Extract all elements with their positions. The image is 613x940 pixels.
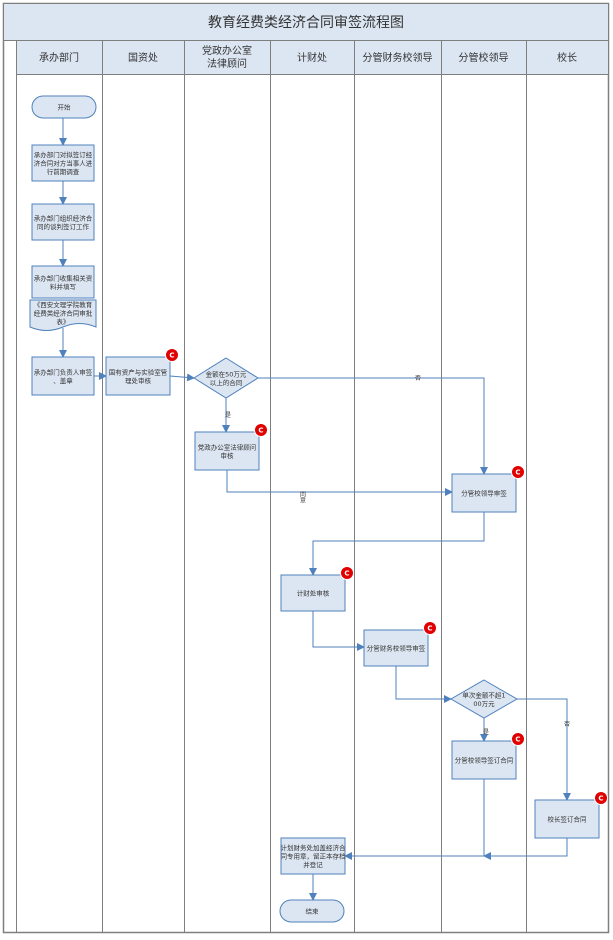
process-shape <box>105 356 171 396</box>
edge-n7-n8 <box>309 512 485 576</box>
node-label: 结束 <box>306 907 320 916</box>
process-shape <box>534 799 600 839</box>
process-shape <box>280 574 346 612</box>
node-n10: 分管校领导签订合同 C <box>451 732 525 780</box>
process-shape <box>31 265 95 299</box>
lane-header-president: 校长 <box>557 51 577 64</box>
svg-text:C: C <box>344 570 349 578</box>
node-n11: 校长签订合同 C <box>534 791 608 839</box>
control-point-badge: C <box>511 465 525 479</box>
process-shape <box>31 144 95 182</box>
edge-d2-n11-no <box>517 698 571 801</box>
process-shape <box>31 356 95 396</box>
lane-header-leader: 分管校领导 <box>459 51 509 64</box>
edge-n5-d1 <box>169 373 195 382</box>
node-d1: 金额在50万元以上的合同 <box>193 357 259 399</box>
node-n4: 承办部门负责人审签、盖章 <box>31 356 95 396</box>
node-label: 金额在50万元以上的合同 <box>206 369 247 387</box>
edge-n11-n12 <box>483 838 568 860</box>
process-shape <box>451 473 517 513</box>
control-point-badge: C <box>340 566 354 580</box>
label-d2-no: 否 <box>564 721 570 728</box>
edge-d1-n7-no <box>258 377 488 475</box>
node-label: 《西安文理学院教育经费类经济合同审批表》 <box>34 300 93 326</box>
node-label: 分管校领导签订合同 <box>455 756 514 765</box>
label-d1-yes: 是 <box>225 412 231 419</box>
node-n7: 分管校领导审签 C <box>451 465 525 513</box>
process-shape <box>280 837 346 875</box>
node-n2: 承办部门组织经济合同的谈判签订工作 <box>31 203 95 241</box>
node-label: 分管财务校领导审签 <box>367 644 426 653</box>
process-shape <box>363 629 429 667</box>
decision-shape <box>449 679 519 719</box>
node-label: 承办部门负责人审签、盖章 <box>34 367 93 385</box>
svg-text:C: C <box>598 795 603 803</box>
lane-header-band <box>16 41 608 74</box>
control-point-badge: C <box>594 791 608 805</box>
svg-text:C: C <box>169 352 174 360</box>
node-label: 开始 <box>58 103 72 112</box>
nodes: 开始承办部门对拟签订经济合同对方当事人进行前期调查承办部门组织经济合同的谈判签订… <box>29 95 608 923</box>
svg-text:C: C <box>515 469 520 477</box>
control-point-badge: C <box>423 621 437 635</box>
edges <box>59 118 571 901</box>
node-doc: 《西安文理学院教育经费类经济合同审批表》 <box>29 299 97 331</box>
node-label: 承办部门收集相关资料并填写 <box>34 273 93 291</box>
lane-headers: 承办部门 国资处 党政办公室法律顾问 计财处 分管财务校领导 分管校领导 校长 <box>39 44 577 70</box>
svg-text:C: C <box>515 736 520 744</box>
terminator-shape <box>31 95 97 119</box>
document-shape <box>29 299 97 331</box>
label-d1-no: 否 <box>415 375 421 382</box>
node-label: 承办部门对拟签订经济合同对方当事人进行前期调查 <box>34 150 93 176</box>
node-label: 党政办公室法律顾问审核 <box>198 442 257 460</box>
node-n8: 计财处审核 C <box>280 566 354 612</box>
decision-shape <box>193 357 259 399</box>
node-label: 计财处审核 <box>297 589 330 598</box>
label-d2-yes: 是 <box>483 729 489 736</box>
control-point-badge: C <box>511 732 525 746</box>
control-point-badge: C <box>165 348 179 362</box>
title-band <box>4 4 608 40</box>
edge-n6-n7 <box>226 470 453 496</box>
lane-header-legal: 党政办公室法律顾问 <box>202 44 252 70</box>
node-label: 计划财务处加盖经济合同专用章，留正本存档并登记 <box>281 843 347 869</box>
node-label: 国有资产与实验室管理处审核 <box>109 367 168 385</box>
diagram-title: 教育经费类经济合同审签流程图 <box>208 14 404 31</box>
svg-text:C: C <box>427 625 432 633</box>
control-point-badge: C <box>254 423 268 437</box>
lane-dividers <box>102 41 527 932</box>
node-label: 分管校领导审签 <box>461 489 507 498</box>
node-end: 结束 <box>279 899 345 923</box>
lane-header-dept: 承办部门 <box>39 51 79 64</box>
node-n1: 承办部门对拟签订经济合同对方当事人进行前期调查 <box>31 144 95 182</box>
process-shape <box>31 203 95 241</box>
node-n12: 计划财务处加盖经济合同专用章，留正本存档并登记 <box>280 837 347 875</box>
node-label: 承办部门组织经济合同的谈判签订工作 <box>34 213 93 231</box>
node-label: 校长签订合同 <box>548 815 587 824</box>
lane-header-finance: 计财处 <box>297 51 327 64</box>
terminator-shape <box>279 899 345 923</box>
edge-n8-n9 <box>312 611 365 651</box>
lane-header-assets: 国资处 <box>128 52 158 64</box>
node-n9: 分管财务校领导审签 C <box>363 621 437 667</box>
process-shape <box>451 740 517 780</box>
lane-header-fin_leader: 分管财务校领导 <box>363 51 433 64</box>
label-approved: 同意 <box>299 491 306 503</box>
node-n3: 承办部门收集相关资料并填写 <box>31 265 95 299</box>
edge-n9-d2 <box>395 666 452 703</box>
node-start: 开始 <box>31 95 97 119</box>
process-shape <box>194 431 260 471</box>
svg-text:C: C <box>258 427 263 435</box>
